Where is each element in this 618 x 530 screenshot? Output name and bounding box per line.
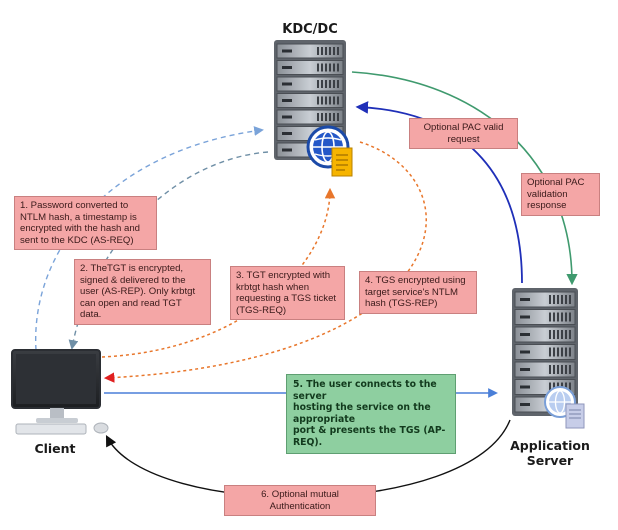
rack-vent [333,80,335,88]
rack-vent [565,365,567,374]
rack-vent [549,365,551,374]
rack-vent [565,312,567,322]
rack-vent [333,47,335,55]
rack-vent [337,96,339,105]
rack-slot [520,403,530,406]
rack-vent [337,113,339,121]
app-document-icon [565,403,585,429]
rack-vent [569,347,571,357]
rack-vent [565,330,567,339]
rack-vent [333,96,335,105]
rack-vent [337,47,339,55]
rack-vent [317,80,319,88]
rack-vent [317,96,319,105]
app-server-label: Application Server [510,438,590,468]
arrow-pac-request [355,101,523,284]
note-step1: 1. Password converted to NTLM hash, a ti… [14,196,157,251]
rack-slot [282,132,292,135]
rack-vent [553,365,555,374]
rack-vent [325,47,327,55]
rack-vent [561,347,563,357]
rack-slot [282,148,292,152]
rack-unit [514,309,576,325]
rack-vent [553,295,555,304]
rack-vent [565,347,567,357]
rack-vent [557,330,559,339]
rack-slot [282,115,292,119]
rack-unit [514,361,576,378]
rack-vent [569,330,571,339]
rack-slot [520,315,530,319]
note-step4: 4. TGS encrypted using target service's … [359,271,477,314]
rack-slot [282,49,292,53]
rack-vent [337,80,339,88]
rack-vent [557,347,559,357]
rack-vent [317,47,319,55]
rack-vent [553,382,555,392]
kdc-label: KDC/DC [282,22,338,37]
rack-unit [514,291,576,308]
rack-vent [553,330,555,339]
rack-vent [549,295,551,304]
rack-vent [325,96,327,105]
rack-slot [282,66,292,69]
rack-vent [549,330,551,339]
rack-vent [565,382,567,392]
rack-slot [282,82,292,86]
rack-vent [553,312,555,322]
rack-vent [329,80,331,88]
rack-slot [520,350,530,354]
rack-vent [561,330,563,339]
rack-vent [321,63,323,72]
rack-vent [549,382,551,392]
note-step3: 3. TGT encrypted with krbtgt hash when r… [230,266,345,321]
rack-vent [321,47,323,55]
arrow-step4-tgs-rep [103,141,427,383]
rack-vent [557,365,559,374]
rack-slot [520,368,530,371]
rack-vent [333,63,335,72]
rack-unit [514,344,576,360]
rack-vent [329,96,331,105]
rack-slot [520,333,530,336]
rack-vent [321,80,323,88]
rack-vent [557,295,559,304]
rack-vent [321,96,323,105]
rack-vent [561,365,563,374]
rack-vent [325,80,327,88]
note-step5: 5. The user connects to the server hosti… [286,374,456,454]
note-pac-request: Optional PAC valid request [409,118,518,150]
rack-vent [549,312,551,322]
rack-vent [321,113,323,121]
rack-vent [565,295,567,304]
rack-vent [329,63,331,72]
rack-vent [329,113,331,121]
rack-vent [317,63,319,72]
rack-vent [561,295,563,304]
rack-vent [337,63,339,72]
rack-slot [282,99,292,102]
desktop-computer-icon [11,349,109,435]
rack-vent [557,312,559,322]
rack-vent [569,312,571,322]
rack-vent [325,63,327,72]
note-step6: 6. Optional mutual Authentication [224,485,376,517]
rack-slot [520,298,530,301]
note-pac-response: Optional PAC validation response [521,173,600,216]
client-label: Client [34,441,76,456]
rack-vent [329,47,331,55]
note-step2: 2. TheTGT is encrypted, signed & deliver… [74,259,211,325]
rack-vent [317,113,319,121]
rack-slot [520,385,530,389]
rack-vent [561,312,563,322]
rack-unit [514,326,576,343]
document-icon [331,147,353,177]
rack-vent [569,365,571,374]
rack-vent [549,347,551,357]
rack-vent [333,113,335,121]
rack-vent [569,382,571,392]
rack-vent [553,347,555,357]
rack-vent [325,113,327,121]
rack-vent [569,295,571,304]
